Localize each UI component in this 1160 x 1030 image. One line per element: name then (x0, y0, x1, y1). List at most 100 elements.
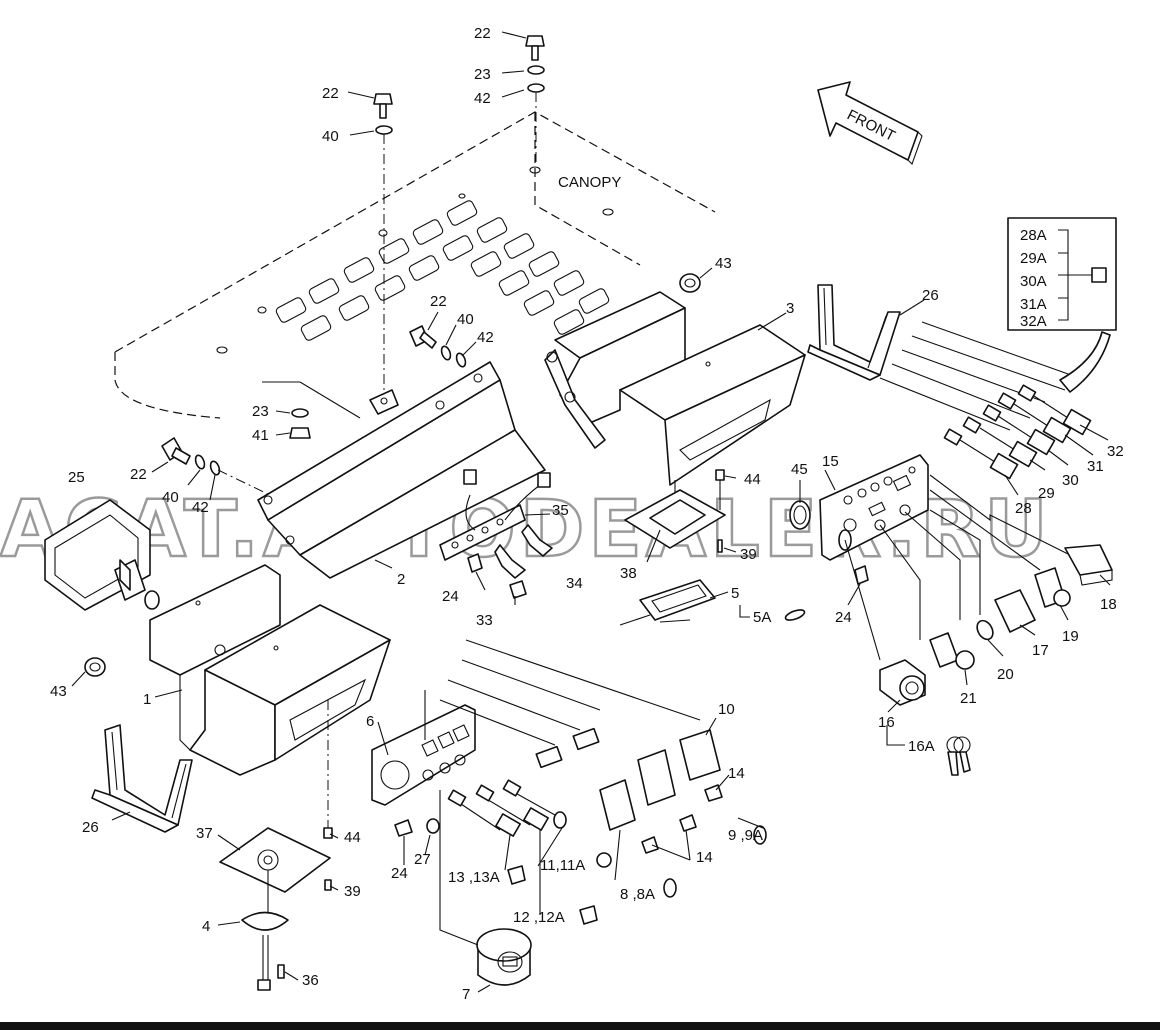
callout-26: 26 (922, 287, 939, 304)
callout-18: 18 (1100, 596, 1117, 613)
bracket-part-26-left (91, 724, 193, 833)
callout-24: 24 (442, 588, 459, 605)
inset-28a: 28A (1020, 227, 1047, 244)
callout-23: 23 (252, 403, 269, 420)
callout-5: 5 (731, 585, 739, 602)
bolt-22-mid (409, 325, 467, 368)
callout-23: 23 (474, 66, 491, 83)
callout-4: 4 (202, 918, 210, 935)
callout-25: 25 (68, 469, 85, 486)
harness-35 (439, 469, 553, 599)
callout-28: 28 (1015, 500, 1032, 517)
callout-labels: 22 23 42 22 40 43 3 26 22 40 42 23 41 22… (50, 25, 1124, 1003)
clip-44-39-right (715, 469, 725, 553)
bolt-22-lower (161, 437, 271, 496)
callout-20: 20 (997, 666, 1014, 683)
bracket-part-2 (257, 361, 546, 579)
callout-42: 42 (477, 329, 494, 346)
callout-44: 44 (744, 471, 761, 488)
key-16a (946, 736, 971, 776)
callout-42: 42 (474, 90, 491, 107)
callout-39: 39 (740, 546, 757, 563)
callout-30: 30 (1062, 472, 1079, 489)
work-light-25 (44, 499, 160, 611)
callout-26: 26 (82, 819, 99, 836)
callout-14: 14 (696, 849, 713, 866)
inset-30a: 30A (1020, 273, 1047, 290)
box-part-3 (544, 291, 806, 486)
callout-11-11a: 11,11A (540, 857, 585, 874)
callout-45: 45 (791, 461, 808, 478)
callout-2: 2 (397, 571, 405, 588)
inset-box (1007, 217, 1117, 393)
grommet-43-left (84, 657, 106, 677)
callout-5a: 5A (753, 609, 771, 626)
callout-22: 22 (474, 25, 491, 42)
callout-44: 44 (344, 829, 361, 846)
callout-22: 22 (430, 293, 447, 310)
connectors-11-13 (447, 779, 598, 925)
callout-43: 43 (50, 683, 67, 700)
callout-12-12a: 12 ,12A (513, 909, 565, 926)
switches-16-21 (844, 474, 1113, 706)
callout-35: 35 (552, 502, 569, 519)
inset-32a: 32A (1020, 313, 1047, 330)
bottom-border (0, 1022, 1160, 1030)
callout-6: 6 (366, 713, 374, 730)
callout-36: 36 (302, 972, 319, 989)
callout-17: 17 (1032, 642, 1049, 659)
box-part-1 (149, 564, 391, 776)
callout-3: 3 (786, 300, 794, 317)
callout-24: 24 (835, 609, 852, 626)
callout-21: 21 (960, 690, 977, 707)
front-arrow: FRONT (817, 81, 923, 166)
canopy-panel (114, 111, 716, 419)
bolt-22-left (373, 93, 393, 395)
callout-40: 40 (162, 489, 179, 506)
nut-23-41 (262, 381, 361, 439)
inset-31a: 31A (1020, 296, 1047, 313)
callout-39: 39 (344, 883, 361, 900)
bolt-22-top (525, 35, 545, 165)
callout-8-8a: 8 ,8A (620, 886, 655, 903)
bracket-part-26-right (807, 284, 901, 381)
callout-41: 41 (252, 427, 269, 444)
callout-15: 15 (822, 453, 839, 470)
callout-40: 40 (322, 128, 339, 145)
callout-1: 1 (143, 691, 151, 708)
callout-31: 31 (1087, 458, 1104, 475)
clips-44-39-left (323, 700, 333, 891)
callout-38: 38 (620, 565, 637, 582)
callout-29: 29 (1038, 485, 1055, 502)
callout-7: 7 (462, 986, 470, 1003)
callout-9-9a: 9 ,9A (728, 827, 763, 844)
callout-16: 16 (878, 714, 895, 731)
callout-22: 22 (130, 466, 147, 483)
leader-lines (71, 31, 1111, 993)
callout-42: 42 (192, 499, 209, 516)
buzzer-4 (241, 870, 289, 991)
instrument-panel-6 (371, 704, 476, 834)
callout-43: 43 (715, 255, 732, 272)
callout-37: 37 (196, 825, 213, 842)
callout-13-13a: 13 ,13A (448, 869, 500, 886)
callout-22: 22 (322, 85, 339, 102)
harness-6 (424, 639, 767, 898)
callout-16a: 16A (908, 738, 935, 755)
grommet-43-top (679, 273, 701, 293)
inset-29a: 29A (1020, 250, 1047, 267)
connectors-28-32 (879, 321, 1092, 480)
callout-40: 40 (457, 311, 474, 328)
gauge-7 (439, 790, 532, 986)
callout-27: 27 (414, 851, 431, 868)
callout-19: 19 (1062, 628, 1079, 645)
callout-32: 32 (1107, 443, 1124, 460)
switch-panel-15 (789, 454, 929, 561)
dome-lamp-5 (619, 579, 806, 626)
callout-34: 34 (566, 575, 583, 592)
plate-37 (219, 827, 331, 893)
callout-24: 24 (391, 865, 408, 882)
callout-10: 10 (718, 701, 735, 718)
callout-33: 33 (476, 612, 493, 629)
